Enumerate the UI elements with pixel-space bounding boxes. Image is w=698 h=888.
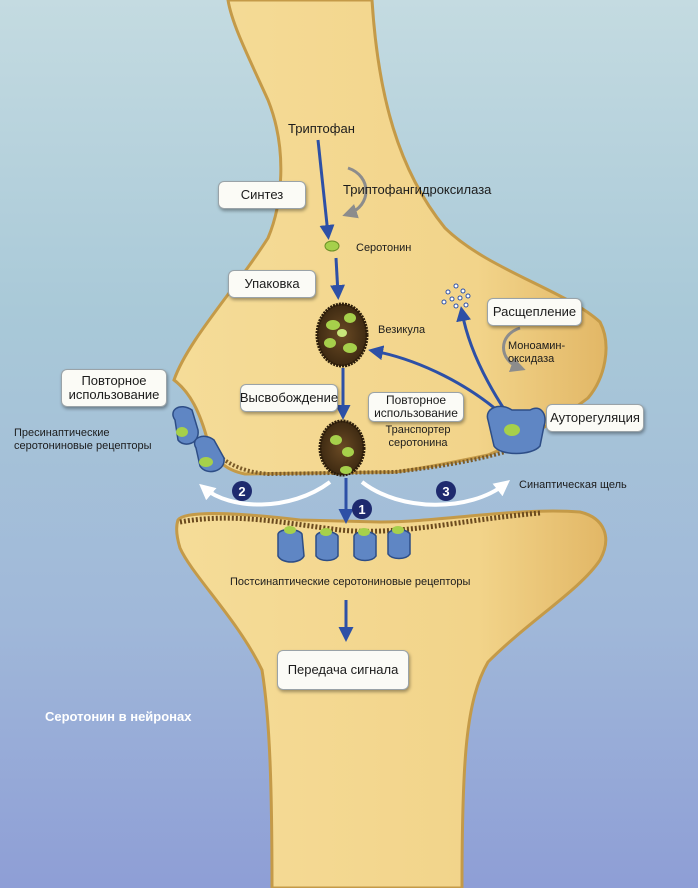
box-packaging: Упаковка [228, 270, 316, 298]
vesicle-upper [315, 302, 369, 368]
postsynaptic-receptor-2 [315, 528, 339, 562]
box-reuse-left: Повторное использование [61, 369, 167, 407]
presynaptic-receptor-1 [172, 406, 199, 445]
arrow-reuptake-vesicle [368, 345, 508, 420]
diagram-title: Серотонин в нейронах [45, 709, 192, 724]
marker-3-label: 3 [442, 484, 449, 499]
marker-1-label: 1 [358, 502, 365, 517]
autoreceptor [486, 405, 546, 455]
arrow-tryptophan-down [316, 139, 335, 240]
box-release: Высвобождение [240, 384, 338, 412]
postsynaptic-receptor-1 [277, 526, 305, 563]
label-presynaptic-receptors: Пресинаптические серотониновые рецепторы [14, 427, 152, 452]
arrow-reuse-left [199, 480, 332, 507]
box-signal: Передача сигнала [277, 650, 409, 690]
marker-2-label: 2 [238, 484, 245, 499]
degradation-products [441, 283, 471, 309]
box-synthesis: Синтез [218, 181, 306, 209]
postsynaptic-receptor-4 [387, 526, 411, 560]
box-degradation: Расщепление [487, 298, 582, 326]
label-vesicle: Везикула [378, 324, 426, 336]
arrow-serotonin-down [330, 257, 345, 300]
presynaptic-receptor-2 [193, 435, 225, 473]
label-serotonin: Серотонин [356, 242, 412, 254]
label-transporter: Транспортер серотонина [385, 424, 451, 449]
label-postsynaptic-receptors: Постсинаптические серотониновые рецептор… [230, 576, 471, 588]
serotonin-molecule [324, 240, 340, 252]
arrow-tph [342, 166, 368, 219]
box-reuse-center: Повторное использование [368, 392, 464, 422]
postsynaptic-neuron [175, 509, 608, 888]
box-autoregulation: Ауторегуляция [546, 404, 644, 432]
marker-3: 3 [436, 481, 456, 501]
marker-2: 2 [232, 481, 252, 501]
label-mao: Моноамин-оксидаза [508, 340, 566, 365]
postsynaptic-receptor-3 [353, 528, 377, 562]
arrow-to-degradation [456, 306, 508, 413]
arrow-reuse-right [360, 480, 511, 507]
label-tph: Триптофангидроксилаза [343, 182, 492, 197]
marker-1: 1 [352, 499, 372, 519]
arrow-mao [502, 326, 526, 372]
label-tryptophan: Триптофан [288, 121, 355, 136]
label-synaptic-cleft: Синаптическая щель [519, 479, 627, 491]
vesicle-lower [318, 419, 366, 477]
